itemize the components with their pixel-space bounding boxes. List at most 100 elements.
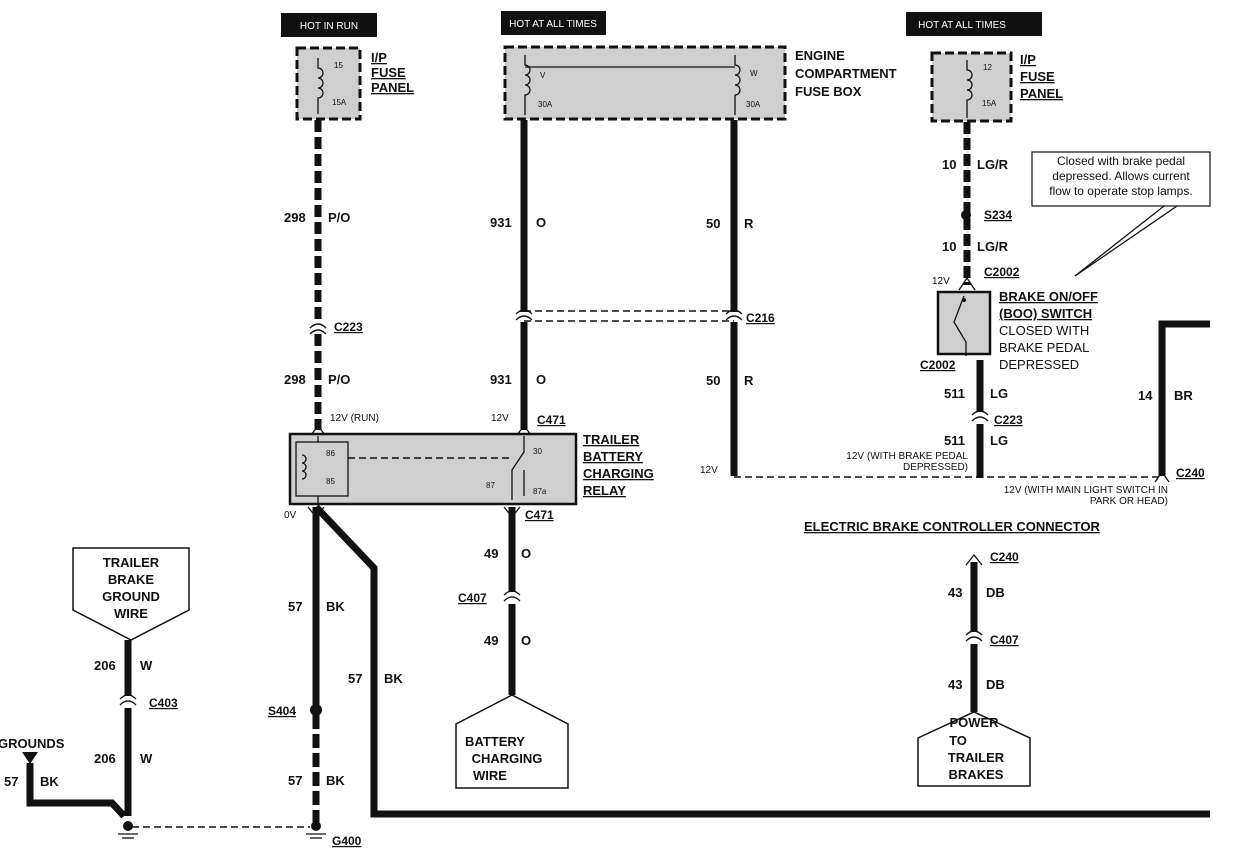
boo-desc-2: BRAKE PEDAL [999, 340, 1089, 355]
power-to-trailer-brakes-box: POWER TO TRAILER BRAKES [917, 711, 1031, 787]
wire-206-num-bot: 206 [94, 751, 116, 766]
battery-wire-line-1: BATTERY [465, 734, 525, 749]
connector-c216: C216 [746, 311, 775, 325]
voltage-0v: 0V [284, 510, 297, 521]
wire-43-num-bot: 43 [948, 677, 962, 692]
voltage-12v-c2002: 12V [932, 276, 950, 287]
fuse-15-number: 15 [334, 61, 343, 70]
boo-title-1: BRAKE ON/OFF [999, 289, 1098, 304]
wire-14-num: 14 [1138, 388, 1153, 403]
splice-s234 [961, 210, 971, 220]
wire-49-num-top: 49 [484, 546, 498, 561]
wire-10-color-top: LG/R [977, 157, 1009, 172]
ground-wire-line-2: BRAKE [108, 572, 155, 587]
battery-wire-line-2: CHARGING [472, 751, 543, 766]
header-hot-all-times-2: HOT AT ALL TIMES [906, 12, 1042, 36]
wire-50-color-top: R [744, 216, 754, 231]
wire-57-color-left: BK [326, 599, 345, 614]
engine-fuse-title-3: FUSE BOX [795, 84, 862, 99]
connector-c223-left: C223 [334, 320, 363, 334]
relay-pin-87a: 87a [533, 487, 547, 496]
header-hot-all-times-2-label: HOT AT ALL TIMES [918, 20, 1006, 31]
voltage-12v-brake-1: 12V (WITH BRAKE PEDAL [846, 451, 968, 462]
wire-511-color-bot: LG [990, 433, 1008, 448]
connector-c403: C403 [149, 696, 178, 710]
fuse-15-amps: 15A [332, 98, 347, 107]
connector-c471-bot: C471 [525, 508, 554, 522]
voltage-12v-brake-2: DEPRESSED) [903, 462, 968, 473]
ground-wire-line-1: TRAILER [103, 555, 160, 570]
fuse-v-label: V [540, 71, 546, 80]
ip-fuse-left-title-1: I/P [371, 50, 387, 65]
wire-931-color-bot: O [536, 372, 546, 387]
wire-49-color-top: O [521, 546, 531, 561]
relay-title-4: RELAY [583, 483, 626, 498]
wire-511-num-top: 511 [944, 386, 965, 401]
connector-c240-bottom: C240 [990, 550, 1019, 564]
wire-57-grounds-color: BK [40, 774, 59, 789]
wire-49-color-bot: O [521, 633, 531, 648]
wire-931-num-bot: 931 [490, 372, 512, 387]
ip-fuse-right-title-1: I/P [1020, 52, 1036, 67]
wire-57-num-mid: 57 [348, 671, 362, 686]
ground-g400-label: G400 [332, 834, 362, 848]
wire-206-num-top: 206 [94, 658, 116, 673]
wire-labels: 298 P/O 298 P/O 931 O 931 O 50 R 50 R 10… [0, 157, 1193, 789]
wire-57-color-low: BK [326, 773, 345, 788]
wire-931-num-top: 931 [490, 215, 512, 230]
wire-931-color-top: O [536, 215, 546, 230]
battery-charging-wire-box: BATTERY CHARGING WIRE [455, 694, 569, 789]
callout-line-2: depressed. Allows current [1052, 169, 1190, 183]
voltage-12v-main-light-2: PARK OR HEAD) [1090, 496, 1168, 507]
header-hot-all-times-1-label: HOT AT ALL TIMES [509, 19, 597, 30]
wire-298-color-top: P/O [328, 210, 350, 225]
relay-pin-85: 85 [326, 477, 335, 486]
battery-wire-line-3: WIRE [473, 768, 507, 783]
wire-206-color-bot: W [140, 751, 153, 766]
wire-206-color-top: W [140, 658, 153, 673]
power-brakes-line-4: BRAKES [949, 767, 1004, 782]
wire-50-color-bot: R [744, 373, 754, 388]
wire-298-num-bot: 298 [284, 372, 306, 387]
header-hot-in-run-label: HOT IN RUN [300, 21, 358, 32]
wire-10-color-bot: LG/R [977, 239, 1009, 254]
wire-298-color-bot: P/O [328, 372, 350, 387]
wire-57-grounds-num: 57 [4, 774, 18, 789]
grounds-label: GROUNDS [0, 736, 65, 751]
voltage-12v-main-light-1: 12V (WITH MAIN LIGHT SWITCH IN [1004, 485, 1168, 496]
connector-c407-right: C407 [990, 633, 1019, 647]
connector-c223-right: C223 [994, 413, 1023, 427]
boo-desc-3: DEPRESSED [999, 357, 1079, 372]
ground-wire-line-4: WIRE [114, 606, 148, 621]
wire-10-num-bot: 10 [942, 239, 956, 254]
wire-57-color-mid: BK [384, 671, 403, 686]
wire-43-num-top: 43 [948, 585, 962, 600]
splice-s404 [310, 704, 322, 716]
boo-title-2: (BOO) SWITCH [999, 306, 1092, 321]
relay-pin-30: 30 [533, 447, 542, 456]
fuse-12-amps: 15A [982, 99, 997, 108]
wire-57-num-left: 57 [288, 599, 302, 614]
wire-traces [26, 120, 1210, 828]
fuse-v-amps: 30A [538, 100, 553, 109]
electric-brake-controller-title: ELECTRIC BRAKE CONTROLLER CONNECTOR [804, 519, 1100, 534]
ground-c403-icon [118, 821, 138, 839]
ip-fuse-right-title-3: PANEL [1020, 86, 1063, 101]
ip-fuse-left-title-3: PANEL [371, 80, 414, 95]
ip-fuse-left-title-2: FUSE [371, 65, 406, 80]
relay-pin-87: 87 [486, 481, 495, 490]
ip-fuse-panel-right: 12 15A I/P FUSE PANEL [930, 51, 1063, 123]
connector-c471-top: C471 [537, 413, 566, 427]
wire-511-num-bot: 511 [944, 433, 965, 448]
ground-wire-line-3: GROUND [102, 589, 160, 604]
relay-title-2: BATTERY [583, 449, 643, 464]
wire-49-num-bot: 49 [484, 633, 498, 648]
connector-labels: C223 C216 C471 C471 S234 C2002 C2002 C22… [149, 208, 1205, 848]
wire-298-num-top: 298 [284, 210, 306, 225]
power-brakes-line-1: POWER [949, 715, 999, 730]
relay-title-3: CHARGING [583, 466, 654, 481]
relay-pin-86: 86 [326, 449, 335, 458]
wire-10-num-top: 10 [942, 157, 956, 172]
grounds-arrow-icon [22, 752, 38, 764]
